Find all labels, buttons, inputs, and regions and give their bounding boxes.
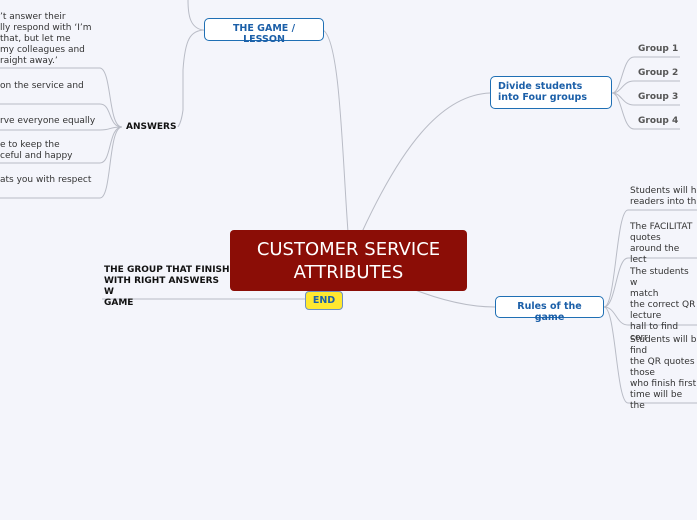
group-4[interactable]: Group 4	[638, 116, 679, 126]
divide-groups-node[interactable]: Divide students into Four groups	[490, 76, 612, 109]
central-topic-line1: CUSTOMER SERVICE	[256, 239, 441, 260]
central-topic-line2: ATTRIBUTES	[293, 262, 404, 283]
rules-node[interactable]: Rules of the game	[495, 296, 604, 323]
end-note[interactable]: THE GROUP THAT FINISH WITH RIGHT ANSWERS…	[104, 265, 230, 308]
answer-item-2[interactable]: on the service and	[0, 81, 84, 91]
answer-item-1[interactable]: ’t answer their lly respond with ‘I’m th…	[0, 12, 92, 66]
answer-item-4[interactable]: e to keep the ceful and happy	[0, 140, 73, 161]
rule-item-4[interactable]: Students will b find the QR quotes those…	[630, 335, 697, 411]
end-node[interactable]: END	[305, 291, 343, 310]
group-2[interactable]: Group 2	[638, 68, 679, 78]
answer-item-3[interactable]: rve everyone equally	[0, 116, 96, 126]
answers-node[interactable]: ANSWERS	[126, 122, 177, 132]
group-1[interactable]: Group 1	[638, 44, 679, 54]
rule-item-1[interactable]: Students will h readers into th	[630, 186, 697, 207]
rule-item-3[interactable]: The students w match the correct QR lect…	[630, 267, 696, 343]
rule-item-2[interactable]: The FACILITAT quotes around the lect	[630, 222, 693, 265]
answer-item-5[interactable]: ats you with respect	[0, 175, 92, 185]
group-3[interactable]: Group 3	[638, 92, 679, 102]
game-lesson-node[interactable]: THE GAME / LESSON	[204, 18, 324, 45]
central-topic[interactable]: CUSTOMER SERVICE ATTRIBUTES	[230, 230, 467, 291]
